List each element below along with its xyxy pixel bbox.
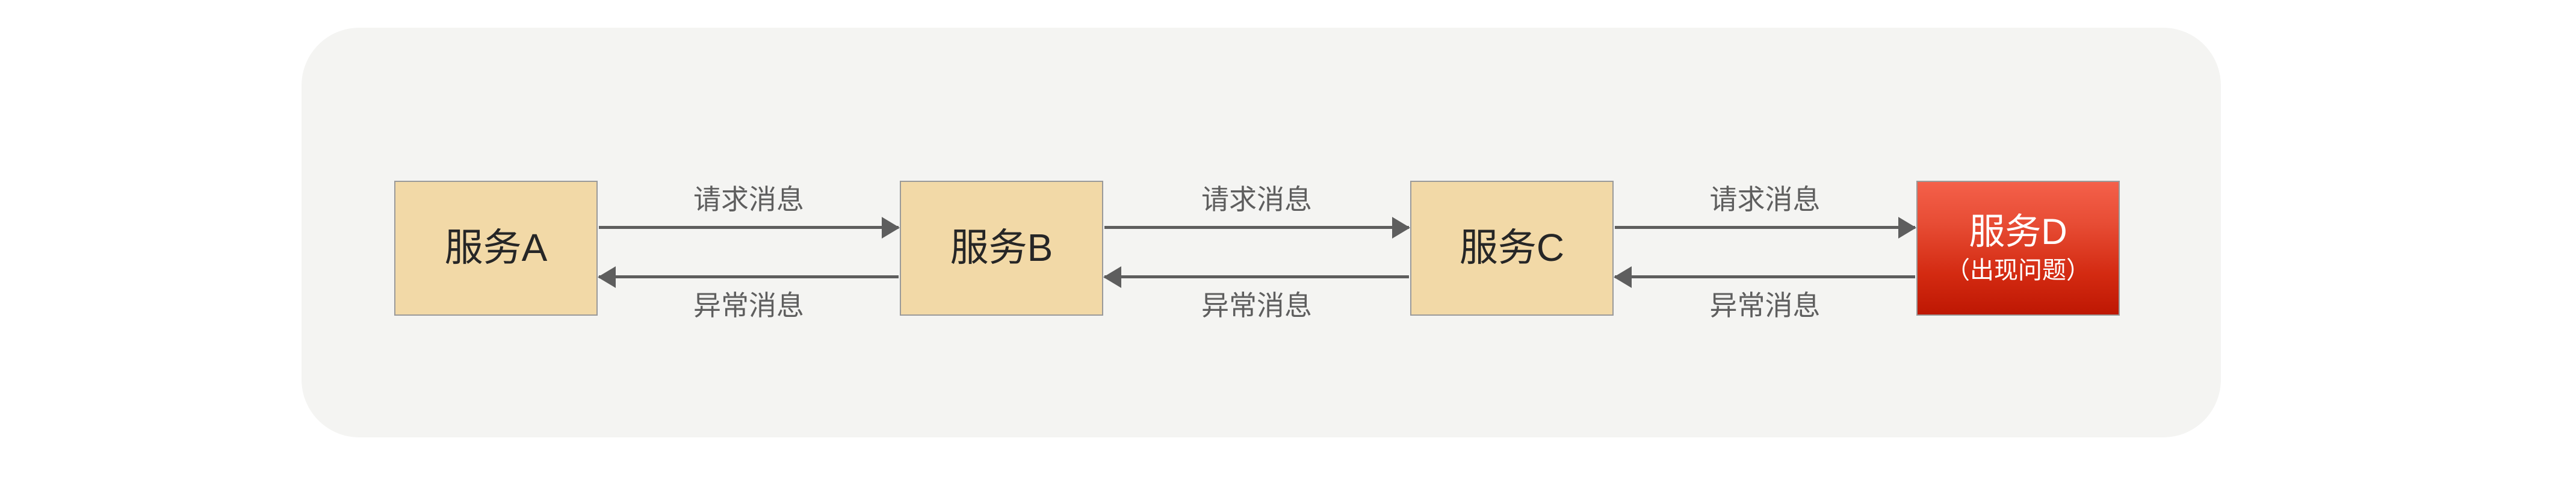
request-message-label-ab: 请求消息: [693, 184, 804, 215]
request-arrowhead-right-icon-cd: [1898, 217, 1916, 239]
service-node-d-label: 服务D: [1969, 211, 2067, 252]
service-node-a[interactable]: 服务A: [394, 181, 598, 316]
request-arrowhead-right-icon-bc: [1392, 217, 1410, 239]
service-node-c[interactable]: 服务C: [1410, 181, 1614, 316]
service-node-b-label: 服务B: [950, 226, 1053, 270]
request-message-label-cd: 请求消息: [1709, 184, 1821, 215]
exception-arrowhead-left-icon-bc: [1103, 266, 1121, 288]
request-arrow-shaft-ab: [599, 226, 899, 229]
request-arrow-shaft-cd: [1615, 226, 1915, 229]
service-node-d-status-label: （出现问题）: [1946, 257, 2090, 284]
link-service-a-to-service-b: 请求消息 异常消息: [598, 181, 900, 321]
link-service-b-to-service-c: 请求消息 异常消息: [1103, 181, 1410, 321]
exception-arrow-shaft-bc: [1104, 275, 1409, 278]
service-node-d-faulted[interactable]: 服务D （出现问题）: [1916, 181, 2120, 316]
request-message-label-bc: 请求消息: [1201, 184, 1312, 215]
request-arrow-shaft-bc: [1104, 226, 1409, 229]
service-node-c-label: 服务C: [1459, 226, 1565, 270]
service-node-a-label: 服务A: [444, 226, 548, 270]
service-node-b[interactable]: 服务B: [900, 181, 1103, 316]
link-service-c-to-service-d: 请求消息 异常消息: [1614, 181, 1916, 321]
exception-arrow-shaft-ab: [599, 275, 899, 278]
exception-arrowhead-left-icon-ab: [598, 266, 616, 288]
exception-arrow-shaft-cd: [1615, 275, 1915, 278]
request-arrowhead-right-icon-ab: [882, 217, 900, 239]
exception-message-label-bc: 异常消息: [1201, 290, 1312, 321]
exception-message-label-cd: 异常消息: [1709, 290, 1821, 321]
exception-arrowhead-left-icon-cd: [1614, 266, 1632, 288]
exception-message-label-ab: 异常消息: [693, 290, 804, 321]
